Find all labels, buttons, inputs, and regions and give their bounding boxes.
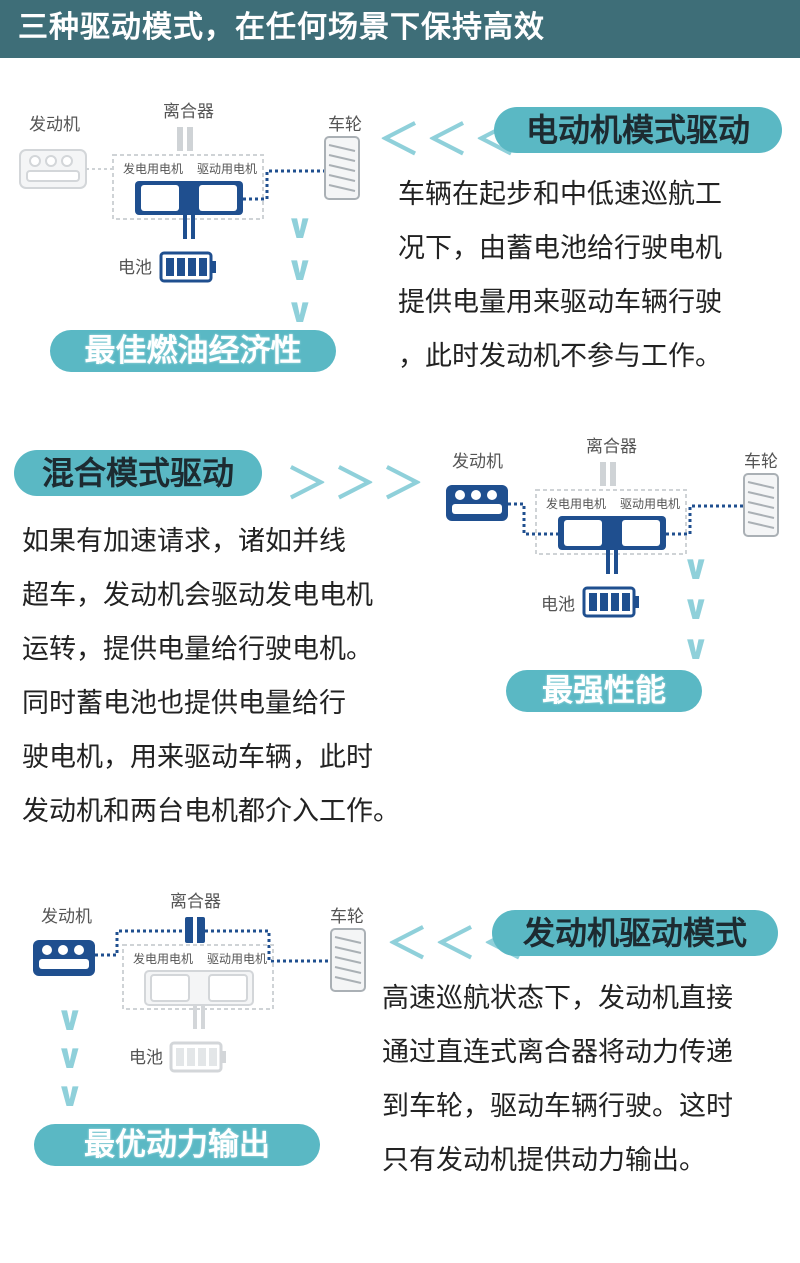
motor-unit-icon bbox=[135, 181, 243, 215]
description-engine: 高速巡航状态下，发动机直接 通过直连式离合器将动力传递 到车轮，驱动车辆行驶。这… bbox=[382, 972, 733, 1188]
generator-motor-label: 发电用电机 bbox=[123, 161, 183, 176]
mode-title-hybrid: 混合模式驱动 bbox=[14, 450, 262, 496]
down-arrow-1: ∨ bbox=[682, 548, 710, 588]
engine-icon bbox=[446, 485, 508, 521]
direct-drive-line bbox=[95, 929, 331, 963]
engine-label: 发动机 bbox=[41, 907, 92, 926]
clutch-icon bbox=[600, 462, 616, 486]
engine-icon bbox=[33, 940, 95, 976]
description-line: 况下，由蓄电池给行驶电机 bbox=[398, 233, 722, 264]
battery-icon bbox=[582, 586, 639, 618]
drive-motor-label: 驱动用电机 bbox=[207, 952, 267, 966]
description-line: 通过直连式离合器将动力传递 bbox=[382, 1037, 733, 1068]
engine-label: 发动机 bbox=[452, 452, 503, 471]
diagram-hybrid-mode: 发动机 离合器 车轮 发电用电机 驱动用电机 电池 bbox=[438, 430, 798, 654]
wheel-label: 车轮 bbox=[330, 907, 364, 926]
down-arrow-2: ∨ bbox=[56, 1037, 84, 1077]
description-line: 提供电量用来驱动车辆行驶 bbox=[398, 287, 722, 318]
battery-icon bbox=[169, 1041, 226, 1073]
page-header: 三种驱动模式，在任何场景下保持高效 bbox=[0, 0, 800, 58]
housing-outline bbox=[535, 489, 687, 555]
clutch-label: 离合器 bbox=[170, 892, 221, 911]
clutch-icon bbox=[177, 127, 193, 151]
battery-label: 电池 bbox=[541, 595, 575, 614]
description-line: 驶电机，用来驱动车辆，此时 bbox=[22, 742, 373, 773]
motor-unit-icon bbox=[558, 516, 666, 550]
description-line: ，此时发动机不参与工作。 bbox=[398, 341, 722, 372]
battery-link-line bbox=[183, 215, 195, 239]
engine-icon bbox=[19, 149, 87, 189]
diagram-electric-mode: 发动机 离合器 车轮 发电用电机 驱动用电机 电池 bbox=[15, 95, 375, 319]
side-arrows-electric: ＜＜＜ bbox=[378, 115, 523, 164]
drivetrain-diagram-electric: 发动机 离合器 车轮 发电用电机 驱动用电机 电池 bbox=[19, 102, 362, 283]
wheel-icon bbox=[330, 928, 366, 992]
engine-link-line bbox=[508, 502, 558, 536]
down-arrow-2: ∨ bbox=[286, 249, 314, 289]
wheel-icon bbox=[324, 136, 360, 200]
side-arrows-hybrid: ＞＞＞ bbox=[286, 459, 431, 508]
down-arrow-2: ∨ bbox=[682, 588, 710, 628]
description-hybrid: 如果有加速请求，诸如并线 超车，发动机会驱动发电电机 运转，提供电量给行驶电机。… bbox=[22, 515, 400, 839]
down-arrow-3: ∨ bbox=[286, 291, 314, 331]
description-line: 超车，发动机会驱动发电电机 bbox=[22, 580, 373, 611]
description-line: 高速巡航状态下，发动机直接 bbox=[382, 983, 733, 1014]
drive-line bbox=[243, 169, 325, 201]
wheel-label: 车轮 bbox=[328, 115, 362, 134]
description-line: 到车轮，驱动车辆行驶。这时 bbox=[382, 1091, 733, 1122]
clutch-icon bbox=[185, 913, 205, 947]
generator-motor-label: 发电用电机 bbox=[546, 496, 606, 511]
mode-title-engine: 发动机驱动模式 bbox=[492, 910, 778, 956]
down-arrow-3: ∨ bbox=[682, 628, 710, 668]
down-arrow-1: ∨ bbox=[286, 207, 314, 247]
mode-title-electric: 电动机模式驱动 bbox=[494, 107, 782, 153]
down-arrows-engine: ∨ ∨ ∨ bbox=[56, 1000, 96, 1114]
motor-unit-icon bbox=[144, 970, 254, 1006]
description-line: 车辆在起步和中低速巡航工 bbox=[398, 179, 722, 210]
diagram-engine-mode: 发动机 离合器 车轮 发电用电机 驱动用电机 电池 bbox=[25, 885, 385, 1109]
page-title: 三种驱动模式，在任何场景下保持高效 bbox=[18, 10, 545, 45]
housing-outline bbox=[122, 944, 274, 1010]
housing-outline bbox=[112, 154, 264, 220]
engine-label: 发动机 bbox=[29, 115, 80, 134]
drivetrain-diagram-hybrid: 发动机 离合器 车轮 发电用电机 驱动用电机 电池 bbox=[446, 437, 779, 618]
generator-motor-label: 发电用电机 bbox=[133, 951, 193, 966]
description-electric: 车辆在起步和中低速巡航工 况下，由蓄电池给行驶电机 提供电量用来驱动车辆行驶 ，… bbox=[398, 168, 722, 384]
description-line: 运转，提供电量给行驶电机。 bbox=[22, 634, 373, 665]
badge-hybrid: 最强性能 bbox=[506, 670, 702, 712]
badge-engine: 最优动力输出 bbox=[34, 1124, 320, 1166]
wheel-icon bbox=[743, 473, 779, 537]
battery-link-line bbox=[193, 1005, 205, 1029]
drive-line bbox=[666, 504, 744, 536]
description-line: 发动机和两台电机都介入工作。 bbox=[22, 796, 400, 827]
description-line: 同时蓄电池也提供电量给行 bbox=[22, 688, 346, 719]
clutch-label: 离合器 bbox=[163, 102, 214, 121]
description-line: 如果有加速请求，诸如并线 bbox=[22, 526, 346, 557]
battery-label: 电池 bbox=[129, 1048, 163, 1067]
wheel-label: 车轮 bbox=[744, 452, 778, 471]
drive-motor-label: 驱动用电机 bbox=[197, 162, 257, 176]
down-arrows-electric: ∨ ∨ ∨ bbox=[286, 206, 326, 332]
battery-icon bbox=[159, 251, 216, 283]
down-arrows-hybrid: ∨ ∨ ∨ bbox=[682, 548, 722, 668]
battery-label: 电池 bbox=[118, 258, 152, 277]
down-arrow-1: ∨ bbox=[56, 999, 84, 1039]
battery-link-line bbox=[606, 550, 618, 574]
down-arrow-3: ∨ bbox=[56, 1075, 84, 1115]
drive-motor-label: 驱动用电机 bbox=[620, 497, 680, 511]
clutch-label: 离合器 bbox=[586, 437, 637, 456]
drivetrain-diagram-engine: 发动机 离合器 车轮 发电用电机 驱动用电机 电池 bbox=[33, 892, 366, 1073]
badge-electric: 最佳燃油经济性 bbox=[50, 330, 336, 372]
description-line: 只有发动机提供动力输出。 bbox=[382, 1145, 706, 1176]
